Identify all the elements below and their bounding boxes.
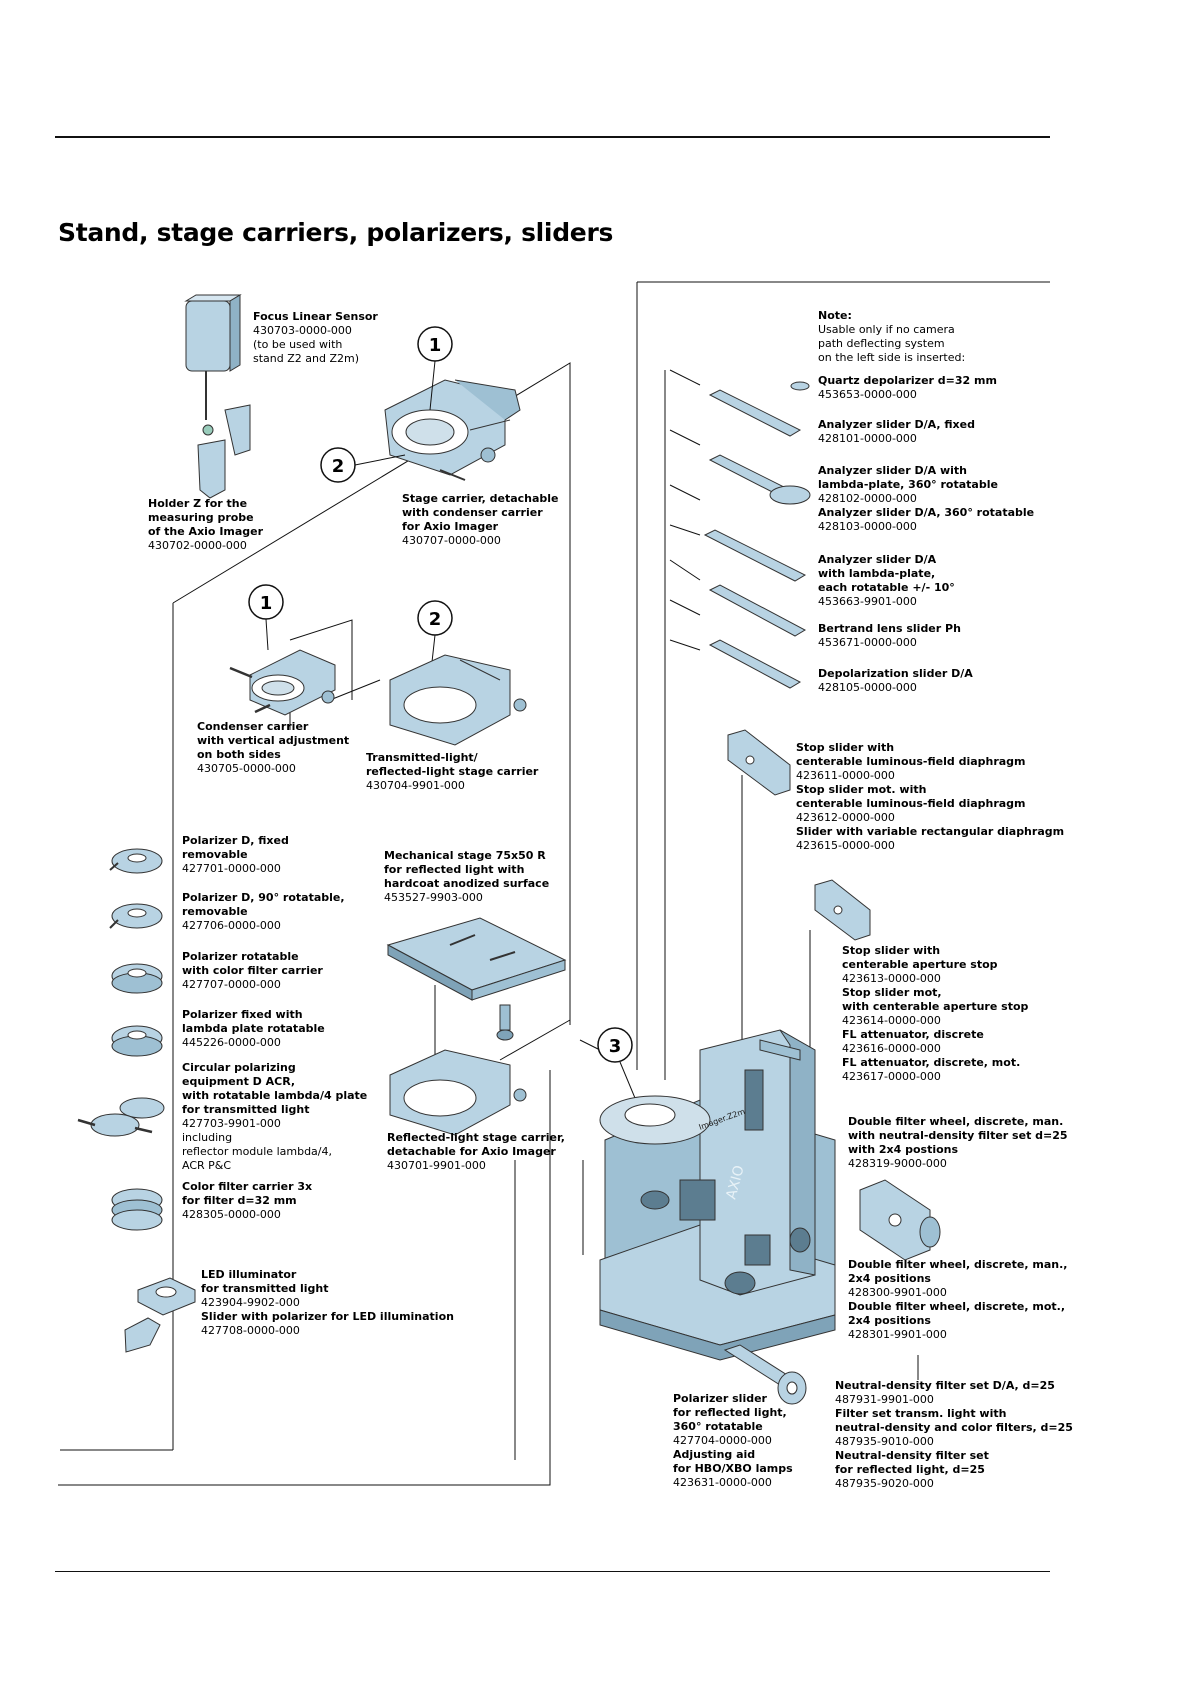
callout-circles xyxy=(248,326,633,1063)
label-stage-carrier-detachable: Stage carrier, detachable with condenser… xyxy=(402,492,559,547)
leader-stage-diag xyxy=(172,362,571,1025)
label-stop-slider-luminous: Stop slider with centerable luminous-fie… xyxy=(796,741,1065,852)
label-trans-refl-stage-carrier: Transmitted-light/ reflected-light stage… xyxy=(366,751,539,792)
label-circular-polarizing: Circular polarizing equipment D ACR, wit… xyxy=(182,1061,368,1172)
label-color-filter-carrier: Color filter carrier 3x for filter d=32 … xyxy=(182,1180,313,1221)
label-bertrand-lens: Bertrand lens slider Ph 453671-0000-000 xyxy=(818,622,961,649)
label-condenser-carrier: Condenser carrier with vertical adjustme… xyxy=(197,720,350,775)
label-focus-linear-sensor: Focus Linear Sensor 430703-0000-000 (to … xyxy=(253,310,378,365)
mechanical-stage-drawing xyxy=(386,917,567,1041)
stage-carrier-top-drawing xyxy=(384,379,521,481)
bottom-rule xyxy=(55,1571,1050,1572)
label-polarizer-fixed-lambda: Polarizer fixed with lambda plate rotata… xyxy=(182,1008,325,1049)
top-rule xyxy=(55,136,1050,138)
label-holder-z: Holder Z for the measuring probe of the … xyxy=(148,497,264,552)
label-analyzer-lambda-10: Analyzer slider D/A with lambda-plate, e… xyxy=(818,553,955,608)
label-double-filter-wheel: Double filter wheel, discrete, man., 2x4… xyxy=(848,1258,1068,1341)
polarizer-slider-reflected-drawing xyxy=(723,1344,807,1405)
label-polarizer-rotatable: Polarizer rotatable with color filter ca… xyxy=(182,950,323,991)
condenser-carrier-drawing xyxy=(229,649,336,716)
callout-2-top: 1 xyxy=(429,335,442,356)
double-filter-wheel-drawing xyxy=(859,1179,941,1261)
label-stop-slider-aperture: Stop slider with centerable aperture sto… xyxy=(842,944,1029,1083)
callout-3: 3 xyxy=(609,1036,622,1057)
label-note: Note: Usable only if no camera path defl… xyxy=(818,309,966,364)
label-analyzer-lambda-360: Analyzer slider D/A with lambda-plate, 3… xyxy=(818,464,1035,533)
trans-refl-stage-carrier-drawing xyxy=(389,654,527,746)
label-analyzer-fixed: Analyzer slider D/A, fixed 428101-0000-0… xyxy=(818,418,975,445)
label-neutral-density-sets: Neutral-density filter set D/A, d=25 487… xyxy=(835,1379,1073,1490)
label-reflected-light-stage-carrier: Reflected-light stage carrier, detachabl… xyxy=(387,1131,565,1172)
callout-1-top: 2 xyxy=(332,456,345,477)
stop-sliders-drawing xyxy=(727,729,871,941)
reflected-light-stage-carrier-drawing xyxy=(389,1049,527,1136)
microscope-body-drawing xyxy=(599,1029,836,1361)
label-quartz-depolarizer: Quartz depolarizer d=32 mm 453653-0000-0… xyxy=(818,374,997,401)
focus-linear-sensor-drawing xyxy=(184,294,251,499)
label-led-illuminator: LED illuminator for transmitted light 42… xyxy=(201,1268,454,1337)
label-polarizer-d-90: Polarizer D, 90° rotatable, removable 42… xyxy=(182,891,345,932)
label-mechanical-stage: Mechanical stage 75x50 R for reflected l… xyxy=(384,849,550,904)
callout-1-mid: 1 xyxy=(260,593,273,614)
label-polarizer-d-fixed: Polarizer D, fixed removable 427701-0000… xyxy=(182,834,289,875)
callout-2-mid: 2 xyxy=(429,609,442,630)
label-polarizer-slider-reflected: Polarizer slider for reflected light, 36… xyxy=(673,1392,793,1489)
polarizer-icons xyxy=(77,848,165,1231)
page-title: Stand, stage carriers, polarizers, slide… xyxy=(58,218,614,247)
analyzer-sliders-drawing xyxy=(703,381,811,689)
label-depolarization-slider: Depolarization slider D/A 428105-0000-00… xyxy=(818,667,973,694)
led-illuminator-drawing xyxy=(124,1277,196,1353)
label-double-filter-wheel-nd: Double filter wheel, discrete, man. with… xyxy=(848,1115,1068,1170)
